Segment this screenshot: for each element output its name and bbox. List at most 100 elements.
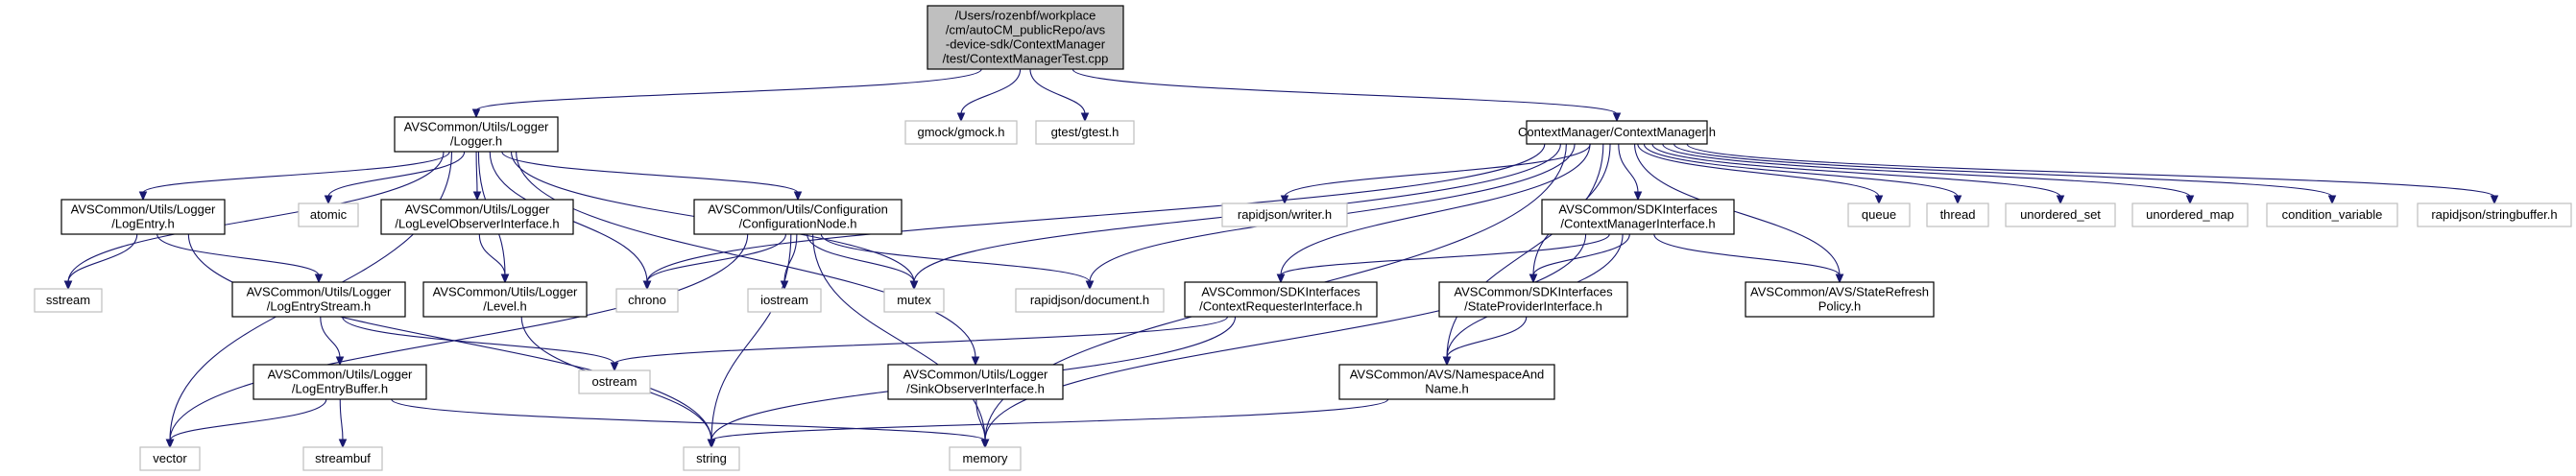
edge-cmif-to-staterefresh [1653,233,1841,276]
node-cmif[interactable]: AVSCommon/SDKInterfaces/ContextManagerIn… [1541,199,1735,235]
node-label-logger-line-1: /Logger.h [450,133,502,148]
edge-logger-to-atomic [327,151,466,198]
arrowhead-logger-to-atomic [324,195,333,205]
node-label-root-line-1: /cm/autoCM_publicRepo/avs [946,22,1106,36]
node-label-level-line-1: /Level.h [483,298,527,313]
node-vector: vector [139,446,201,471]
edge-loglevelobs-to-level [478,233,506,276]
arrowhead-ctxreq-to-ostream [610,362,619,372]
node-label-confnode-line-0: AVSCommon/Utils/Configuration [708,202,888,216]
node-box-streambuf [302,446,383,471]
node-label-loglevelobs-line-1: /LogLevelObserverInterface.h [395,216,559,230]
node-logentry[interactable]: AVSCommon/Utils/Logger/LogEntry.h [60,199,226,235]
arrowhead-root-to-logger [471,108,481,119]
edge-cm-to-rjsb [1686,143,2495,198]
edge-cm-to-staterefresh [1634,143,1841,276]
node-rjdoc: rapidjson/document.h [1015,288,1165,313]
arrowhead-cm-to-thread [1953,195,1962,205]
edge-logentrystream-to-logentrybuf [320,316,341,359]
edge-logentry-to-sstream [67,233,138,283]
edge-cm-to-thread [1643,143,1959,198]
node-sinkobs[interactable]: AVSCommon/Utils/Logger/SinkObserverInter… [887,364,1064,400]
node-box-cm [1526,120,1708,145]
node-box-atomic [298,202,359,227]
arrowhead-cmif-to-staterefresh [1835,274,1844,284]
node-box-iostream [747,288,822,313]
node-label-mutex-line-0: mutex [897,293,931,307]
node-box-level [422,281,588,318]
node-memory: memory [949,446,1022,471]
edge-cm-to-condvar [1673,143,2333,198]
arrowhead-loglevelobs-to-level [500,274,510,284]
node-label-umap-line-0: unordered_map [2146,207,2234,222]
node-box-root [927,5,1124,70]
node-logentrystream[interactable]: AVSCommon/Utils/Logger/LogEntryStream.h [231,281,406,318]
node-loglevelobs[interactable]: AVSCommon/Utils/Logger/LogLevelObserverI… [380,199,574,235]
arrowhead-cm-to-cmif [1633,191,1643,202]
node-umap: unordered_map [2131,202,2249,227]
edge-cm-to-queue [1637,143,1880,198]
node-level[interactable]: AVSCommon/Utils/Logger/Level.h [422,281,588,318]
arrowhead-logentrystream-to-logentrybuf [335,356,345,367]
arrowhead-root-to-gtest [1080,112,1090,123]
arrowhead-cm-to-rjsb [2490,195,2499,205]
node-label-logentrystream-line-0: AVSCommon/Utils/Logger [247,284,392,298]
edge-logger-to-sstream [67,151,445,283]
edge-cm-to-cmif [1618,143,1639,194]
node-sstream: sstream [34,288,103,313]
arrowhead-logger-to-loglevelobs [472,191,482,202]
edge-cm-to-chrono [646,143,1546,283]
node-box-queue [1847,202,1911,227]
node-iostream: iostream [747,288,822,313]
node-label-staterefresh-line-0: AVSCommon/AVS/StateRefresh [1750,284,1929,298]
arrowhead-cm-to-uset [2056,195,2065,205]
node-label-queue-line-0: queue [1862,207,1896,222]
edge-cmif-to-memory [984,233,1587,441]
arrowhead-logger-to-confnode [793,191,803,202]
edge-cm-to-umap [1662,143,2191,198]
node-label-confnode-line-1: /ConfigurationNode.h [739,216,857,230]
arrowhead-root-to-gmock [956,112,966,123]
node-box-chrono [615,288,679,313]
node-label-sinkobs-line-0: AVSCommon/Utils/Logger [903,367,1048,381]
node-mutex: mutex [883,288,945,313]
node-label-rjdoc-line-0: rapidjson/document.h [1030,293,1149,307]
node-ctxreq[interactable]: AVSCommon/SDKInterfaces/ContextRequester… [1184,281,1378,318]
edge-logentrybuf-to-vector [169,398,327,441]
edge-nsname-to-string [710,398,1389,441]
node-label-stateprov-line-1: /StateProviderInterface.h [1464,298,1602,313]
node-label-condvar-line-0: condition_variable [2282,207,2383,222]
node-atomic: atomic [298,202,359,227]
edge-confnode-to-vector [169,233,749,441]
node-box-logentrystream [231,281,406,318]
node-logger[interactable]: AVSCommon/Utils/Logger/Logger.h [394,116,559,153]
node-label-chrono-line-0: chrono [628,293,666,307]
node-confnode[interactable]: AVSCommon/Utils/Configuration/Configurat… [693,199,903,235]
node-label-thread-line-0: thread [1940,207,1976,222]
node-label-logentrybuf-line-1: /LogEntryBuffer.h [292,381,388,395]
node-box-logger [394,116,559,153]
edge-logentrybuf-to-streambuf [339,398,344,441]
node-label-loglevelobs-line-0: AVSCommon/Utils/Logger [405,202,550,216]
node-label-nsname-line-1: Name.h [1425,381,1469,395]
edge-confnode-to-memory [812,233,986,441]
node-root[interactable]: /Users/rozenbf/workplace/cm/autoCM_publi… [927,5,1124,70]
arrowhead-cm-to-rjdoc [1085,280,1095,291]
node-box-ostream [578,369,651,394]
node-label-ctxreq-line-0: AVSCommon/SDKInterfaces [1201,284,1360,298]
edge-confnode-to-rjdoc [820,233,1091,283]
node-box-staterefresh [1745,281,1935,318]
node-box-rjdoc [1015,288,1165,313]
node-label-level-line-0: AVSCommon/Utils/Logger [433,284,578,298]
node-logentrybuf[interactable]: AVSCommon/Utils/Logger/LogEntryBuffer.h [253,364,427,400]
edge-root-to-gtest [1029,68,1086,115]
node-cm[interactable]: ContextManager/ContextManager.h [1518,120,1716,145]
node-chrono: chrono [615,288,679,313]
node-box-cmif [1541,199,1735,235]
node-stateprov[interactable]: AVSCommon/SDKInterfaces/StateProviderInt… [1438,281,1628,318]
node-box-logentrybuf [253,364,427,400]
node-label-cmif-line-0: AVSCommon/SDKInterfaces [1558,202,1718,216]
